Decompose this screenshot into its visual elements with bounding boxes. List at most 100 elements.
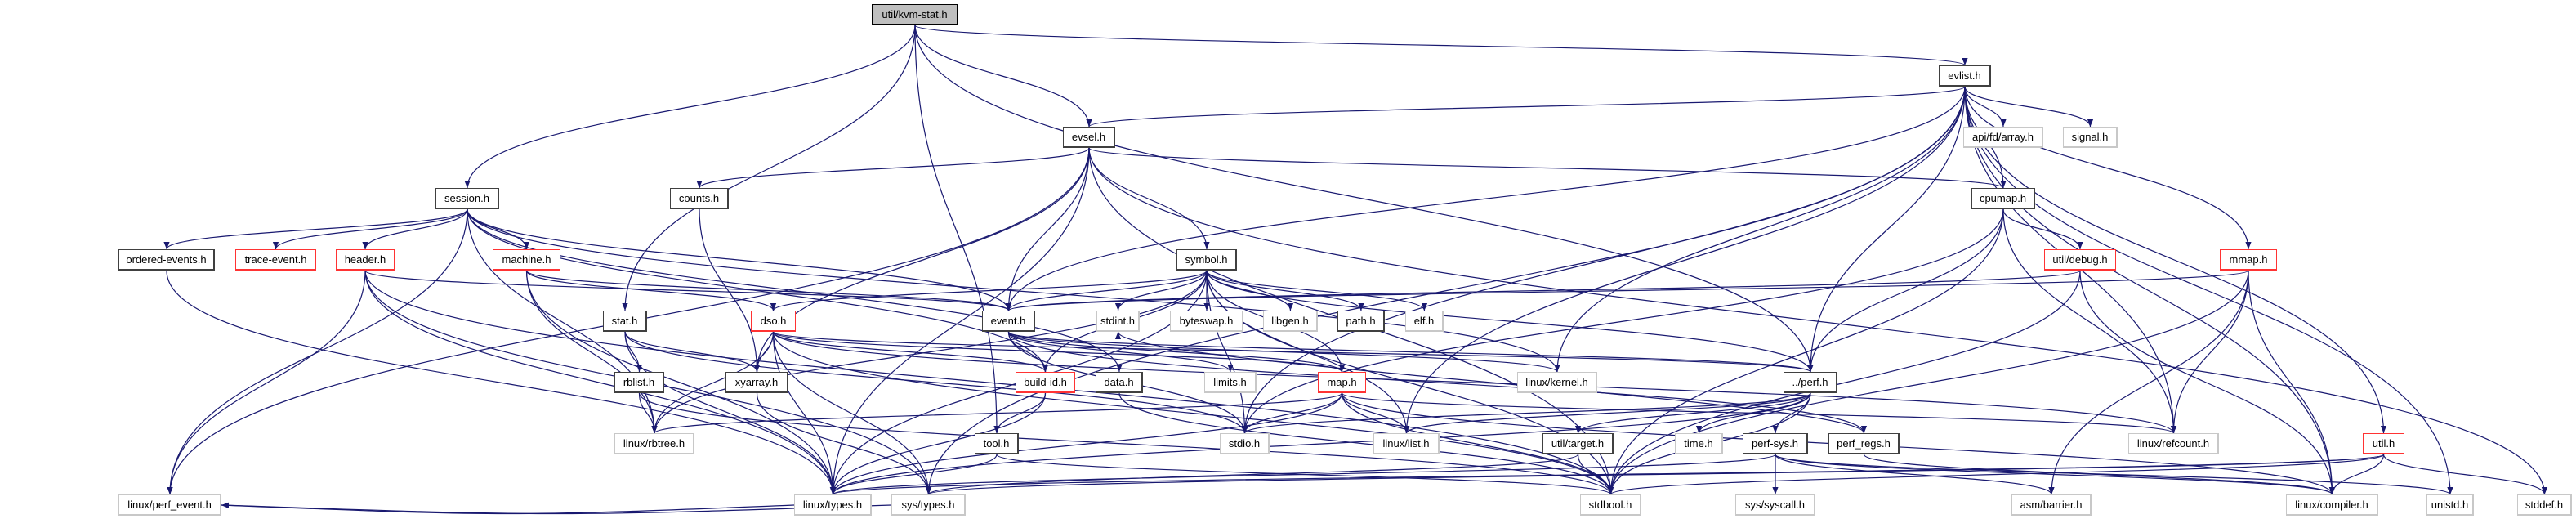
node-label: linux/compiler.h <box>2295 499 2368 511</box>
node-perf-regs[interactable]: perf_regs.h <box>1828 433 1900 454</box>
node-counts[interactable]: counts.h <box>670 188 729 209</box>
node-tool[interactable]: tool.h <box>975 433 1019 454</box>
node-build-id[interactable]: build-id.h <box>1016 372 1075 393</box>
edge-evsel-to-counts <box>696 147 1090 189</box>
node-map[interactable]: map.h <box>1318 372 1366 393</box>
node-util[interactable]: util.h <box>2363 433 2404 454</box>
node-time[interactable]: time.h <box>1675 433 1723 454</box>
node-label: libgen.h <box>1271 315 1309 327</box>
node-label: unistd.h <box>2431 499 2469 511</box>
edge-kvm-stat-to-perf <box>914 25 1814 373</box>
edge-session-to-linux-kernel <box>467 208 1560 373</box>
node-session[interactable]: session.h <box>435 188 499 209</box>
node-label: linux/types.h <box>802 499 863 511</box>
node-label: cpumap.h <box>1979 192 2027 204</box>
edge-util-to-stddef <box>2382 454 2548 495</box>
edge-util-to-linux-compiler <box>2328 454 2385 495</box>
edge-symbol-to-event <box>1005 270 1208 311</box>
node-perf[interactable]: ../perf.h <box>1784 372 1837 393</box>
node-label: limits.h <box>1213 376 1247 388</box>
node-unistd[interactable]: unistd.h <box>2426 494 2474 516</box>
edge-data-to-stdbool <box>1118 392 1614 495</box>
edge-util-target-to-sys-types <box>926 454 1579 495</box>
node-linux-types[interactable]: linux/types.h <box>794 494 872 516</box>
node-stdint[interactable]: stdint.h <box>1096 311 1140 332</box>
node-linux-compiler[interactable]: linux/compiler.h <box>2286 494 2378 516</box>
node-stat[interactable]: stat.h <box>603 311 647 332</box>
edge-util-debug-to-event <box>1006 270 2081 311</box>
node-cpumap[interactable]: cpumap.h <box>1971 188 2035 209</box>
node-asm-barrier[interactable]: asm/barrier.h <box>2011 494 2092 516</box>
node-byteswap[interactable]: byteswap.h <box>1170 311 1243 332</box>
node-label: util/target.h <box>1551 437 1605 450</box>
node-label: dso.h <box>760 315 787 327</box>
edge-symbol-to-dso <box>770 270 1208 311</box>
edge-kvm-stat-to-stat <box>622 25 916 311</box>
node-linux-list[interactable]: linux/list.h <box>1373 433 1440 454</box>
node-label: session.h <box>444 192 489 204</box>
node-elf[interactable]: elf.h <box>1405 311 1444 332</box>
edge-dso-to-linux-rbtree <box>651 331 775 434</box>
node-libgen[interactable]: libgen.h <box>1263 311 1318 332</box>
edge-dso-to-map <box>772 331 1345 373</box>
node-kvm-stat[interactable]: util/kvm-stat.h <box>872 4 958 25</box>
edge-perf-sys-to-asm-barrier <box>1775 454 2055 495</box>
node-mmap[interactable]: mmap.h <box>2220 249 2277 271</box>
node-machine[interactable]: machine.h <box>493 249 560 271</box>
node-label: util.h <box>2372 437 2395 450</box>
node-header[interactable]: header.h <box>336 249 395 271</box>
edge-session-to-header <box>362 208 468 250</box>
node-limits[interactable]: limits.h <box>1204 372 1257 393</box>
edge-cpumap-to-stdio <box>1241 208 2004 434</box>
edge-evsel-to-linux-types <box>829 147 1090 495</box>
node-sys-syscall[interactable]: sys/syscall.h <box>1735 494 1815 516</box>
node-data[interactable]: data.h <box>1096 372 1143 393</box>
edge-evsel-to-event <box>1005 147 1090 311</box>
node-stdio[interactable]: stdio.h <box>1220 433 1270 454</box>
node-label: event.h <box>990 315 1026 327</box>
edge-perf-to-perf-sys <box>1772 392 1811 434</box>
edge-cpumap-to-stdbool <box>1607 208 2004 495</box>
node-evsel[interactable]: evsel.h <box>1063 127 1115 148</box>
node-linux-kernel[interactable]: linux/kernel.h <box>1517 372 1597 393</box>
edge-dso-to-linux-refcount <box>772 331 2176 434</box>
node-stdbool[interactable]: stdbool.h <box>1580 494 1641 516</box>
node-event[interactable]: event.h <box>982 311 1035 332</box>
node-label: util/debug.h <box>2052 253 2108 266</box>
node-trace-event[interactable]: trace-event.h <box>235 249 316 271</box>
node-util-debug[interactable]: util/debug.h <box>2044 249 2116 271</box>
edge-util-to-linux-types <box>830 454 2385 495</box>
edge-session-to-linux-perf-event <box>167 208 468 495</box>
node-evlist[interactable]: evlist.h <box>1939 65 1991 87</box>
edge-symbol-to-perf <box>1206 270 1814 373</box>
node-symbol[interactable]: symbol.h <box>1176 249 1237 271</box>
node-label: linux/kernel.h <box>1525 376 1588 388</box>
edge-dso-to-sys-types <box>772 331 932 495</box>
node-label: symbol.h <box>1185 253 1228 266</box>
node-api-fd-array[interactable]: api/fd/array.h <box>1963 127 2043 148</box>
node-rblist[interactable]: rblist.h <box>614 372 664 393</box>
node-signal[interactable]: signal.h <box>2063 127 2118 148</box>
edge-header-to-event <box>364 270 1011 311</box>
node-label: signal.h <box>2071 131 2109 143</box>
node-path[interactable]: path.h <box>1337 311 1385 332</box>
node-label: linux/list.h <box>1382 437 1430 450</box>
node-sys-types[interactable]: sys/types.h <box>891 494 966 516</box>
node-stddef[interactable]: stddef.h <box>2517 494 2572 516</box>
edge-map-to-stdio <box>1241 392 1343 434</box>
edge-perf-to-stdio <box>1242 392 1811 434</box>
node-linux-refcount[interactable]: linux/refcount.h <box>2128 433 2219 454</box>
node-xyarray[interactable]: xyarray.h <box>725 372 788 393</box>
edge-build-id-to-linux-types <box>829 392 1047 495</box>
edge-cpumap-to-linux-refcount <box>2002 208 2177 434</box>
node-perf-sys[interactable]: perf-sys.h <box>1743 433 1808 454</box>
node-linux-rbtree[interactable]: linux/rbtree.h <box>614 433 694 454</box>
edge-perf-regs-to-linux-compiler <box>1863 454 2335 495</box>
node-linux-perf-event[interactable]: linux/perf_event.h <box>118 494 221 516</box>
node-util-target[interactable]: util/target.h <box>1542 433 1614 454</box>
edge-symbol-to-path <box>1206 270 1364 311</box>
node-dso[interactable]: dso.h <box>751 311 796 332</box>
edge-evlist-to-linux-compiler <box>1964 86 2336 495</box>
node-ordered-events[interactable]: ordered-events.h <box>118 249 215 271</box>
